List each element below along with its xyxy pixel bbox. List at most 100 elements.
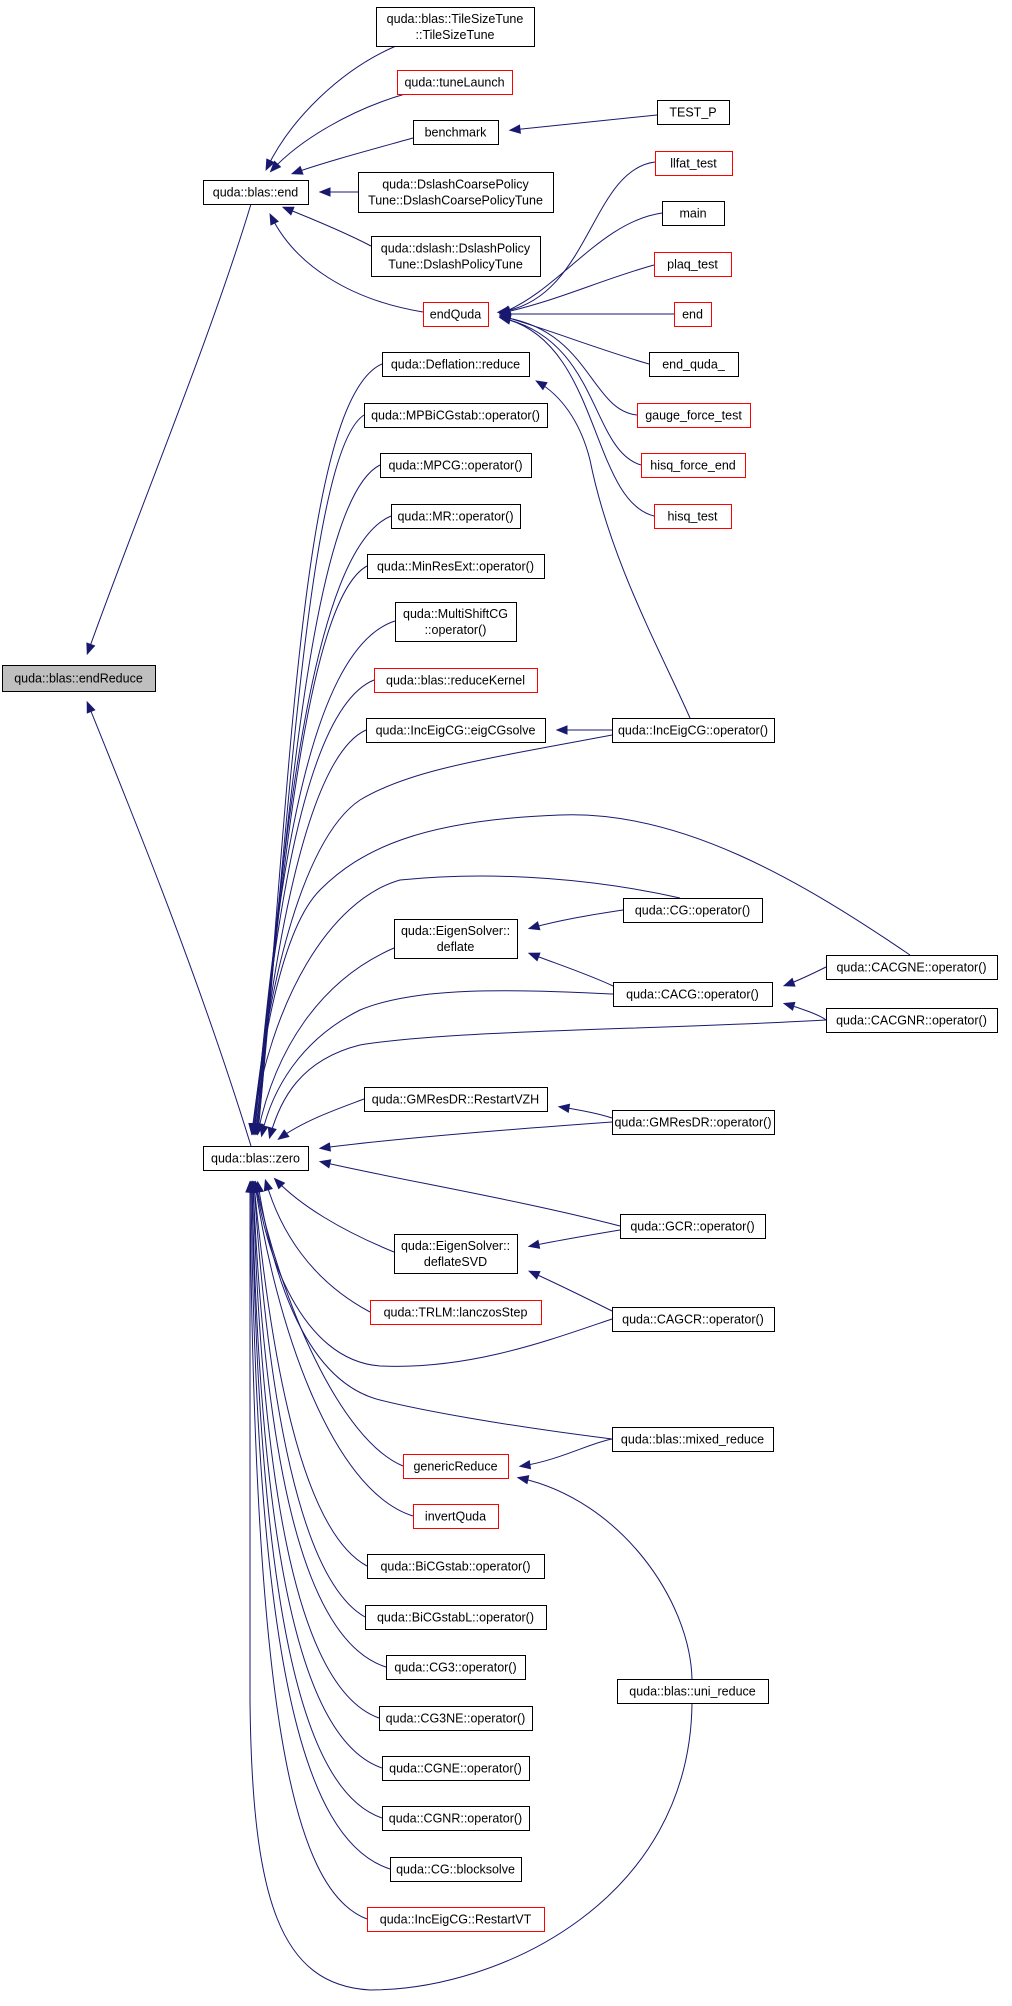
node-box	[612, 1110, 775, 1135]
arrowhead	[498, 315, 512, 325]
edge-invertQuda-to-blasZero	[251, 1180, 414, 1517]
node-box	[376, 7, 535, 47]
call-edge	[257, 363, 383, 1133]
edge-gcrOp-to-blasZero	[318, 1159, 621, 1227]
node-cgOp[interactable]: quda::CG::operator()	[623, 898, 763, 923]
node-cgne[interactable]: quda::CGNE::operator()	[382, 1756, 530, 1781]
node-deflateSVD[interactable]: quda::EigenSolver::deflateSVD	[394, 1234, 518, 1274]
node-label: hisq_force_end	[650, 459, 736, 473]
node-multishift[interactable]: quda::MultiShiftCG::operator()	[395, 602, 517, 642]
node-mixedReduce[interactable]: quda::blas::mixed_reduce	[612, 1427, 774, 1452]
node-mpbicg[interactable]: quda::MPBiCGstab::operator()	[364, 403, 548, 428]
node-minres[interactable]: quda::MinResExt::operator()	[367, 554, 545, 579]
call-edge	[537, 381, 691, 719]
node-box	[382, 1756, 530, 1781]
node-box	[657, 100, 730, 125]
node-bicgstabL[interactable]: quda::BiCGstabL::operator()	[365, 1605, 547, 1630]
node-reduceKernel[interactable]: quda::blas::reduceKernel	[374, 668, 538, 693]
node-blocksolve[interactable]: quda::CG::blocksolve	[390, 1857, 522, 1882]
node-gmresdrOp[interactable]: quda::GMResDR::operator()	[612, 1110, 775, 1135]
node-gaugeForce[interactable]: gauge_force_test	[637, 403, 751, 428]
node-endQuda[interactable]: endQuda	[423, 302, 489, 327]
node-invertQuda[interactable]: invertQuda	[413, 1504, 499, 1529]
call-edge	[293, 137, 414, 174]
node-genericReduce[interactable]: genericReduce	[403, 1454, 509, 1479]
edge-cacgOp-to-blasZero	[259, 990, 614, 1138]
node-tuneLaunch[interactable]: quda::tuneLaunch	[397, 70, 513, 95]
node-blasEnd[interactable]: quda::blas::end	[203, 180, 309, 205]
node-restartVT[interactable]: quda::IncEigCG::RestartVT	[367, 1907, 545, 1932]
node-uniReduce[interactable]: quda::blas::uni_reduce	[617, 1679, 769, 1704]
call-edge	[251, 1183, 383, 1819]
node-label: ::TileSizeTune	[416, 28, 495, 42]
node-mpcg[interactable]: quda::MPCG::operator()	[380, 453, 532, 478]
node-label: quda::Deflation::reduce	[391, 358, 520, 372]
call-edge	[249, 1183, 693, 1991]
node-incEigOp[interactable]: quda::IncEigCG::operator()	[612, 718, 775, 743]
node-box	[654, 252, 732, 277]
node-label: quda::BiCGstab::operator()	[380, 1560, 530, 1574]
call-edge	[254, 620, 396, 1133]
arrowhead	[259, 1124, 269, 1138]
node-box	[612, 718, 775, 743]
call-edge	[257, 1183, 613, 1440]
node-hisqForceEnd[interactable]: hisq_force_end	[641, 453, 746, 478]
node-cagcrOp[interactable]: quda::CAGCR::operator()	[612, 1307, 775, 1332]
node-dslashPolicy[interactable]: quda::dslash::DslashPolicyTune::DslashPo…	[371, 236, 541, 277]
node-mr[interactable]: quda::MR::operator()	[391, 504, 521, 529]
edge-deflateSVD-to-blasZero	[273, 1177, 395, 1253]
node-cg3ne[interactable]: quda::CG3NE::operator()	[379, 1706, 533, 1731]
edge-uniReduce-to-genericReduce	[516, 1475, 693, 1680]
node-llfatTest[interactable]: llfat_test	[655, 151, 733, 176]
node-plaqTest[interactable]: plaq_test	[654, 252, 732, 277]
arrowhead	[535, 380, 548, 391]
node-hisqTest[interactable]: hisq_test	[654, 504, 732, 529]
node-deflReduce[interactable]: quda::Deflation::reduce	[382, 352, 530, 377]
node-bicgstab[interactable]: quda::BiCGstab::operator()	[367, 1554, 545, 1579]
node-cacgneOp[interactable]: quda::CACGNE::operator()	[826, 955, 998, 980]
edge-cacgnrOp-to-cacgOp	[782, 1001, 827, 1021]
node-label: end	[682, 308, 703, 322]
arrowhead	[527, 921, 541, 931]
arrowhead	[782, 977, 796, 987]
arrowhead	[508, 124, 521, 134]
node-blasZero[interactable]: quda::blas::zero	[203, 1146, 309, 1171]
node-cacgOp[interactable]: quda::CACG::operator()	[613, 982, 773, 1007]
node-cgnr[interactable]: quda::CGNR::operator()	[382, 1806, 530, 1831]
node-endQudaU[interactable]: end_quda_	[649, 352, 739, 377]
node-eigCGsolve[interactable]: quda::IncEigCG::eigCGsolve	[366, 718, 546, 743]
node-gcrOp[interactable]: quda::GCR::operator()	[620, 1214, 766, 1239]
node-endReduce[interactable]: quda::blas::endReduce	[2, 665, 156, 692]
node-cg3[interactable]: quda::CG3::operator()	[386, 1655, 526, 1680]
call-edge	[501, 212, 663, 314]
call-edge	[530, 909, 624, 929]
arrowhead	[527, 952, 541, 962]
node-dslashCoarse[interactable]: quda::DslashCoarsePolicyTune::DslashCoar…	[358, 172, 554, 213]
node-label: quda::blas::reduceKernel	[386, 674, 525, 688]
edge-restartVZH-to-blasZero	[277, 1098, 365, 1140]
call-edge	[251, 1183, 383, 1769]
call-edge	[87, 203, 252, 653]
node-lanczos[interactable]: quda::TRLM::lanczosStep	[370, 1300, 542, 1325]
node-label: main	[679, 207, 706, 221]
node-box	[394, 919, 518, 959]
edge-mpbicg-to-blasZero	[254, 414, 365, 1136]
node-end[interactable]: end	[674, 302, 712, 327]
node-label: quda::GMResDR::operator()	[614, 1116, 771, 1130]
node-label: quda::blas::mixed_reduce	[621, 1433, 764, 1447]
edge-dslashCoarse-to-blasEnd	[318, 187, 358, 197]
edge-cagcrOp-to-deflateSVD	[527, 1270, 613, 1312]
node-benchmark[interactable]: benchmark	[413, 120, 499, 145]
arrowhead	[557, 1103, 571, 1114]
node-layer: quda::blas::endReducequda::blas::endquda…	[2, 7, 998, 1932]
arrowhead	[245, 1180, 255, 1193]
edge-hisqTest-to-endQuda	[498, 315, 655, 517]
node-label: plaq_test	[667, 258, 718, 272]
node-testP[interactable]: TEST_P	[657, 100, 730, 125]
node-restartVZH[interactable]: quda::GMResDR::RestartVZH	[364, 1087, 548, 1112]
node-label: quda::blas::zero	[211, 1152, 300, 1166]
node-main[interactable]: main	[662, 201, 725, 226]
node-deflate[interactable]: quda::EigenSolver::deflate	[394, 919, 518, 959]
node-tileSizeTune[interactable]: quda::blas::TileSizeTune::TileSizeTune	[376, 7, 535, 47]
node-cacgnrOp[interactable]: quda::CACGNR::operator()	[826, 1008, 998, 1033]
